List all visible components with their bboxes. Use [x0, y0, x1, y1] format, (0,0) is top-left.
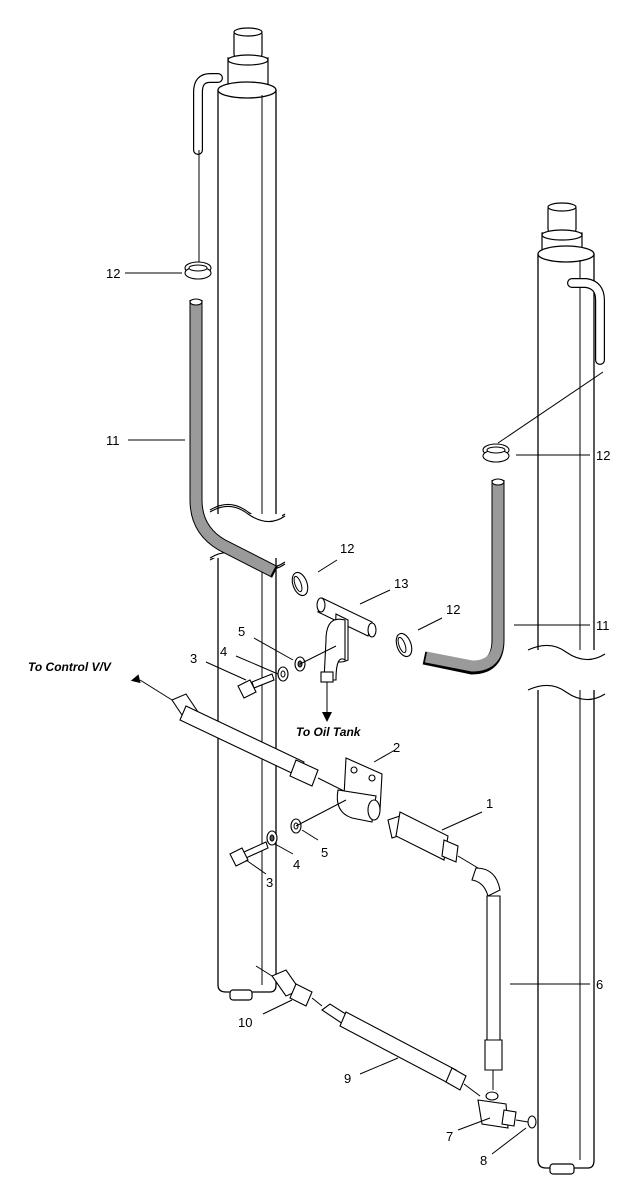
callout-3: 3 — [190, 651, 197, 666]
clamp-12-top — [184, 261, 212, 280]
washer-4-lower — [266, 830, 278, 846]
callout-6: 6 — [596, 977, 603, 992]
callout-1: 1 — [486, 796, 493, 811]
callout-12: 12 — [340, 541, 354, 556]
to-oil-tank-note: To Oil Tank — [296, 725, 362, 739]
callout-4: 4 — [293, 857, 300, 872]
clamp-12-mid-left — [291, 571, 309, 597]
left-return-tube — [193, 73, 223, 262]
right-cylinder — [527, 202, 606, 1175]
callout-13: 13 — [394, 576, 408, 591]
callouts: 12 11 12 11 12 13 12 5 4 3 2 1 5 4 3 6 1… — [106, 266, 610, 1168]
callout-12: 12 — [106, 266, 120, 281]
hose-9 — [321, 1003, 481, 1097]
callout-11: 11 — [106, 433, 120, 448]
clamp-12-right-top — [482, 443, 510, 463]
bolt-3-upper — [237, 645, 337, 699]
callout-10: 10 — [238, 1015, 252, 1030]
tee-fitting-13 — [316, 597, 377, 722]
left-cylinder — [209, 27, 286, 1001]
fitting-10 — [255, 965, 323, 1007]
bolt-3-lower — [229, 799, 347, 867]
right-return-tube — [497, 278, 605, 444]
hose-11-right — [422, 478, 505, 675]
control-valve-hose — [130, 674, 351, 795]
to-control-valve-note: To Control V/V — [28, 660, 112, 674]
callout-11: 11 — [596, 618, 610, 633]
tee-7 — [477, 1091, 517, 1129]
callout-3: 3 — [266, 875, 273, 890]
callout-8: 8 — [480, 1153, 487, 1168]
callout-5: 5 — [321, 845, 328, 860]
leader-lines — [125, 272, 590, 1155]
o-ring-8 — [515, 1115, 537, 1129]
pipe-6 — [484, 895, 503, 1090]
bracket-2 — [336, 757, 383, 823]
callout-12: 12 — [596, 448, 610, 463]
clamp-12-mid-right — [395, 632, 413, 658]
hose-11-left — [189, 298, 278, 578]
callout-9: 9 — [344, 1071, 351, 1086]
switch-1 — [387, 811, 479, 869]
callout-2: 2 — [393, 740, 400, 755]
washer-4-upper — [277, 666, 289, 682]
elbow-fitting — [471, 867, 501, 897]
callout-12: 12 — [446, 602, 460, 617]
callout-7: 7 — [446, 1129, 453, 1144]
callout-5: 5 — [238, 624, 245, 639]
callout-4: 4 — [220, 644, 227, 659]
